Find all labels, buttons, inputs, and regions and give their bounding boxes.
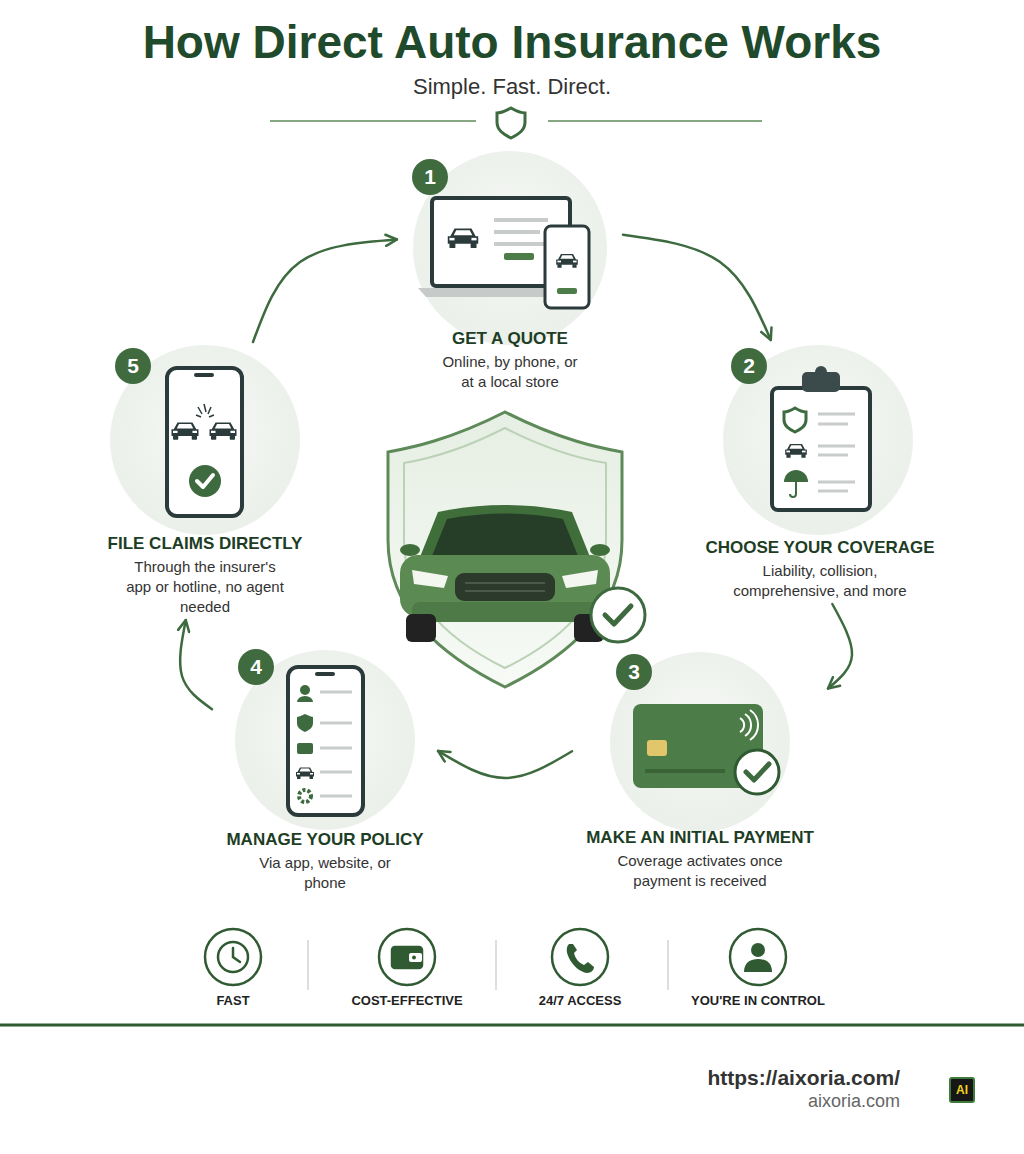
callout-number: 2 xyxy=(731,348,767,384)
step-node: CHOOSE YOUR COVERAGELiability, collision… xyxy=(697,343,943,601)
callout-number: 3 xyxy=(616,654,652,690)
step-circles xyxy=(110,151,913,832)
laptop-phone-icon xyxy=(418,198,589,308)
policy-phone-icon xyxy=(288,667,363,815)
subtitle: Simple. Fast. Direct. xyxy=(413,74,611,100)
step-node: FILE CLAIMS DIRECTLYThrough the insurer'… xyxy=(85,345,325,617)
clipboard-icon xyxy=(772,366,870,510)
logo-badge: AI xyxy=(949,1077,975,1103)
flow-arrow xyxy=(828,604,852,689)
footer-rule xyxy=(0,1024,1024,1027)
step-description: Liability, collision, comprehensive, and… xyxy=(720,561,920,601)
credit-card-icon xyxy=(633,704,779,794)
step-description: Through the insurer's app or hotline, no… xyxy=(120,557,290,617)
diagram-title: How Direct Auto Insurance Works xyxy=(0,14,1024,70)
step-heading: MANAGE YOUR POLICY xyxy=(226,829,423,851)
callout-number: 1 xyxy=(412,159,448,195)
step-description: Coverage activates once payment is recei… xyxy=(608,851,793,891)
feature-label: YOU'RE IN CONTROL xyxy=(691,993,825,1009)
step-number-badge: 1 xyxy=(412,159,448,195)
callout-number: 5 xyxy=(115,348,151,384)
title-divider xyxy=(270,108,762,138)
feature-separators xyxy=(308,940,668,990)
step-node: MANAGE YOUR POLICYVia app, website, or p… xyxy=(215,648,435,893)
step-number-badge: 5 xyxy=(115,348,151,384)
step-node: GET A QUOTEOnline, by phone, or at a loc… xyxy=(400,150,620,392)
step-heading: CHOOSE YOUR COVERAGE xyxy=(705,537,934,559)
feature-label: COST-EFFECTIVE xyxy=(351,993,462,1009)
flow-arrow xyxy=(253,240,397,342)
callout-number: 4 xyxy=(238,649,274,685)
step-number-badge: 3 xyxy=(616,654,652,690)
flow-arrow xyxy=(438,751,572,778)
step-node: MAKE AN INITIAL PAYMENTCoverage activate… xyxy=(575,650,825,891)
step-number-badge: 4 xyxy=(238,649,274,685)
feature-label: FAST xyxy=(216,993,249,1009)
center-shield-car xyxy=(388,412,645,687)
step-number-badge: 2 xyxy=(731,348,767,384)
step-heading: GET A QUOTE xyxy=(452,328,568,350)
feature-label: 24/7 ACCESS xyxy=(539,993,622,1009)
step-heading: MAKE AN INITIAL PAYMENT xyxy=(586,827,814,849)
source-url: https://aixoria.com/ xyxy=(707,1065,900,1091)
step-heading: FILE CLAIMS DIRECTLY xyxy=(108,533,303,555)
step-description: Via app, website, or phone xyxy=(255,853,395,893)
flow-arrow xyxy=(623,235,771,340)
flow-arrow xyxy=(180,620,212,709)
claims-phone-icon xyxy=(167,368,242,516)
source-domain: aixoria.com xyxy=(808,1090,900,1112)
logo-text: AI xyxy=(951,1079,973,1101)
step-description: Online, by phone, or at a local store xyxy=(435,352,585,392)
